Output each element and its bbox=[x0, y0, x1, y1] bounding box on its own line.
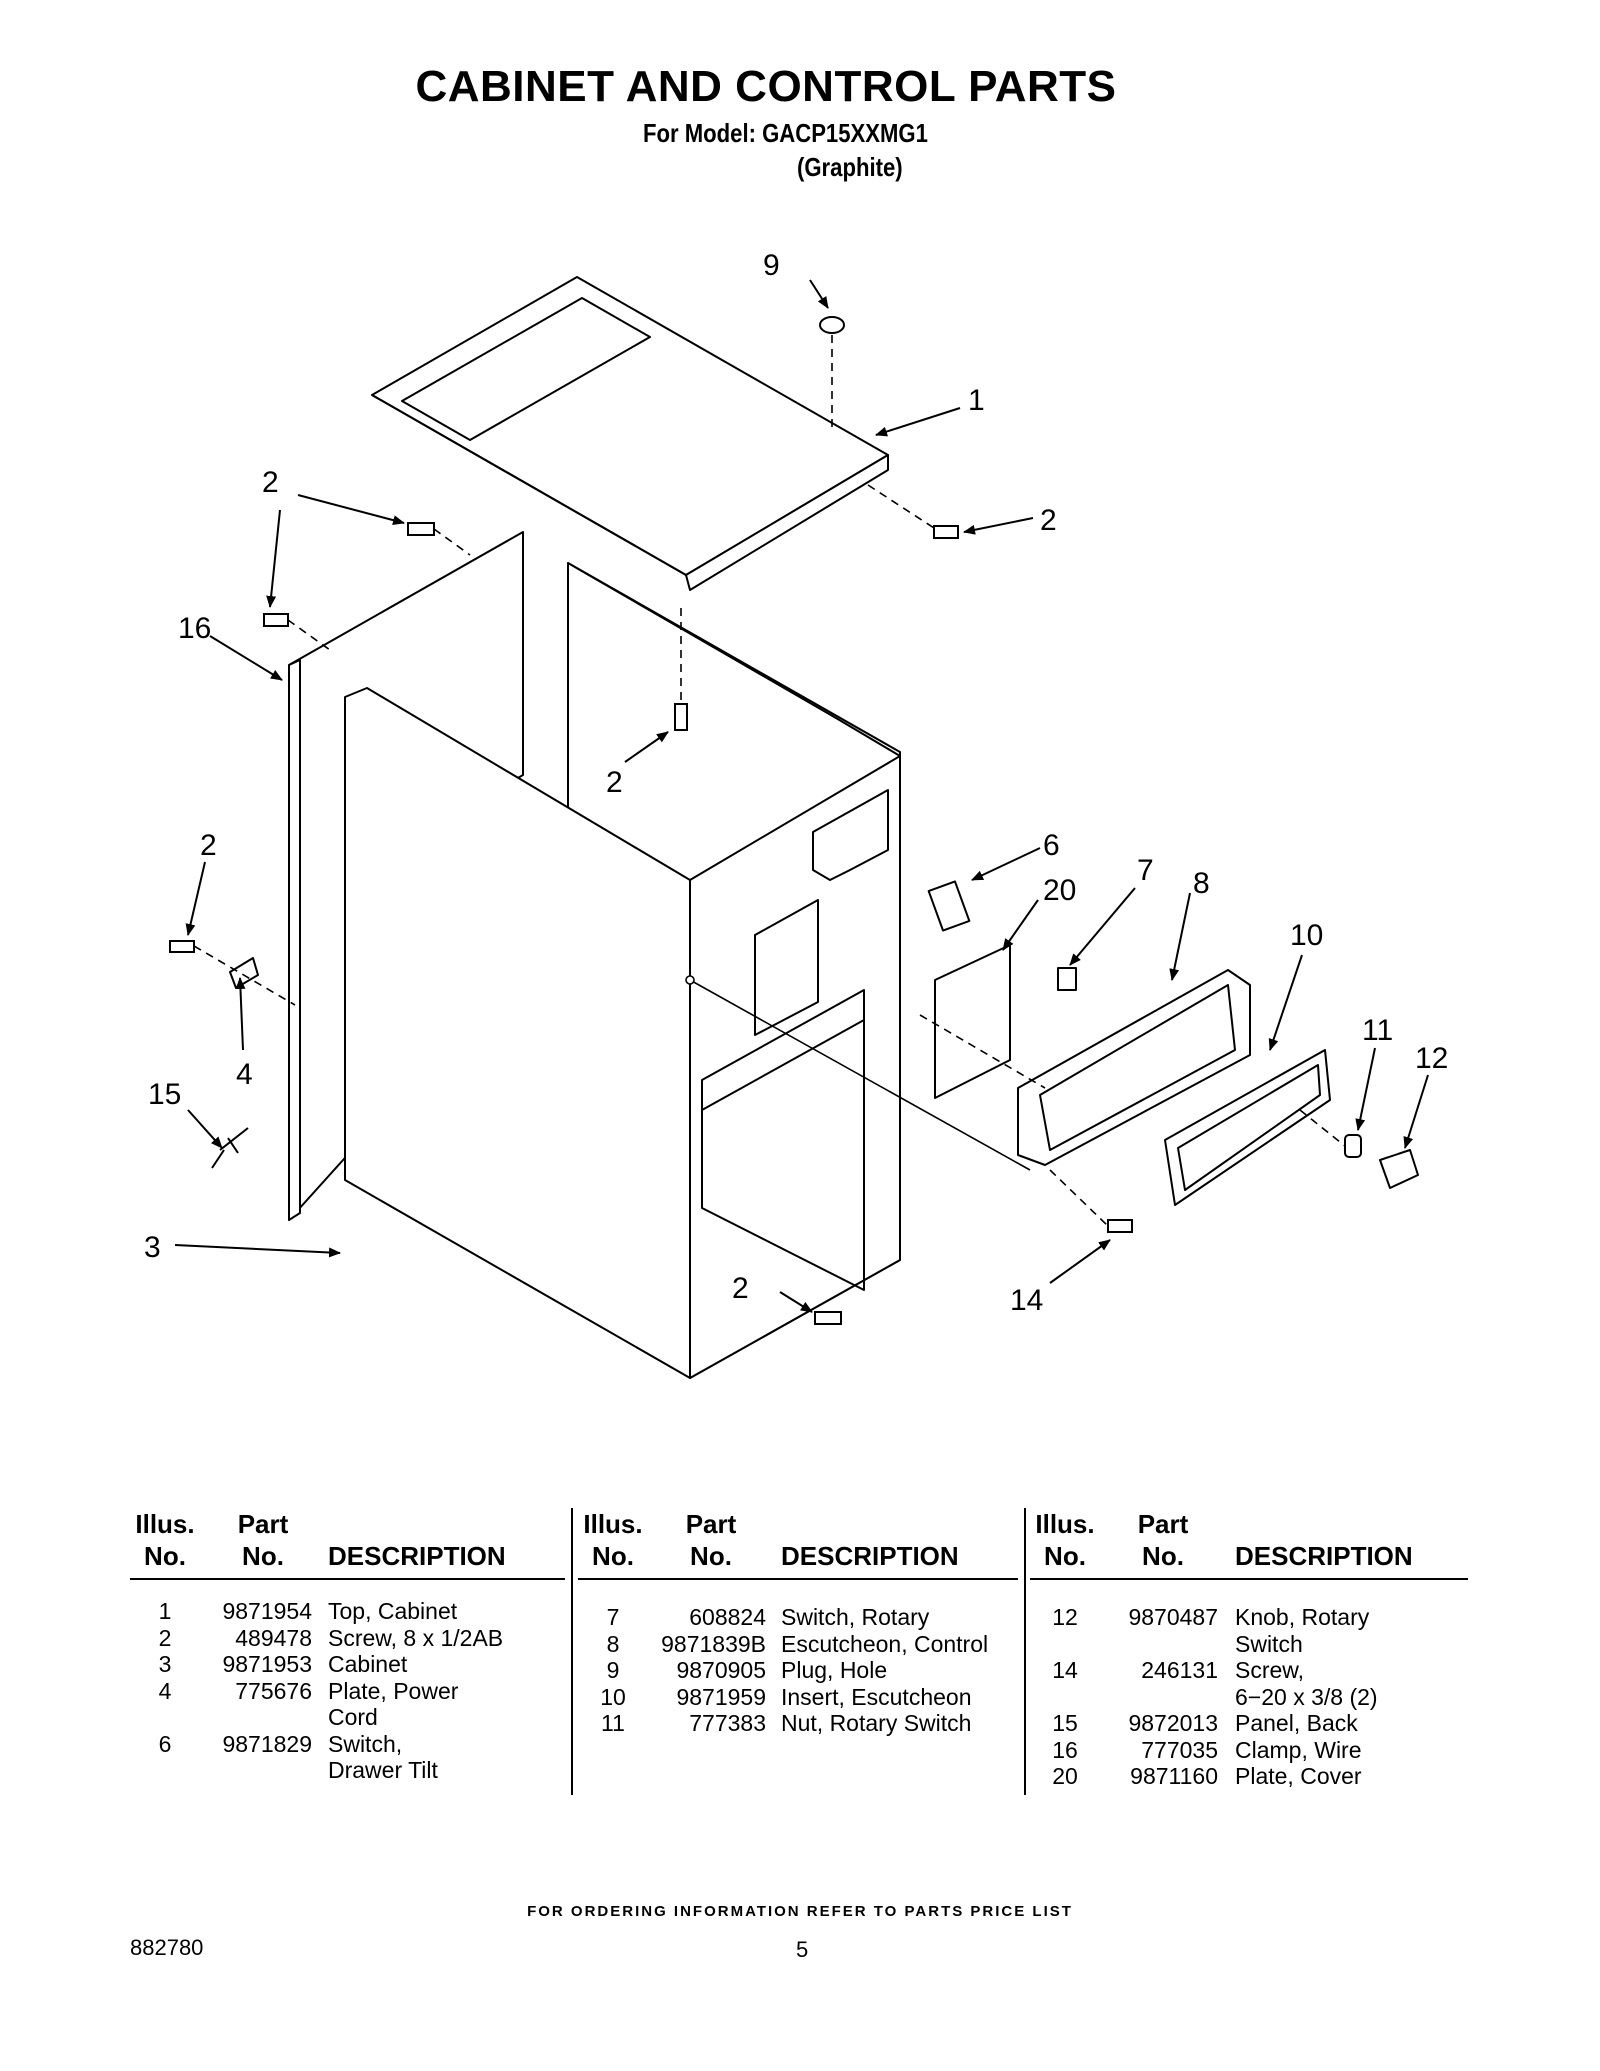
table-row: 3 9871953 Cabinet bbox=[158, 1651, 408, 1677]
table-row: 14 246131 Screw, 6−20 x 3/8 (2) bbox=[1052, 1657, 1378, 1710]
parts-rows: 7 608824 Switch, Rotary 8 9871839B Escut… bbox=[578, 1604, 1018, 1737]
callout-6: 6 bbox=[1043, 829, 1060, 862]
document-number: 882780 bbox=[130, 1935, 204, 1960]
page-title: CABINET AND CONTROL PARTS bbox=[415, 62, 1117, 111]
illus-header: Illus.No. bbox=[135, 1509, 195, 1571]
callout-2-top-left: 2 bbox=[262, 466, 279, 499]
color-line: (Graphite) bbox=[797, 152, 903, 182]
illus-header: Illus.No. bbox=[1035, 1509, 1095, 1571]
description-header: DESCRIPTION bbox=[328, 1541, 506, 1571]
table-row: 1 9871954 Top, Cabinet bbox=[158, 1598, 458, 1624]
callout-10: 10 bbox=[1290, 919, 1323, 952]
screw-part bbox=[169, 940, 195, 953]
escutcheon-insert-part bbox=[1164, 1049, 1331, 1206]
table-row: 12 9870487 Knob, Rotary Switch bbox=[1052, 1604, 1370, 1657]
description-header: DESCRIPTION bbox=[1235, 1541, 1413, 1571]
callout-1: 1 bbox=[968, 384, 985, 417]
table-row: 9 9870905 Plug, Hole bbox=[606, 1657, 888, 1683]
rotary-knob-part bbox=[1379, 1149, 1419, 1189]
screw-part bbox=[1107, 1219, 1133, 1233]
screw-part bbox=[674, 703, 688, 731]
callout-20: 20 bbox=[1043, 874, 1076, 907]
cabinet-body-part bbox=[344, 562, 901, 1379]
screw-group bbox=[169, 522, 1133, 1325]
table-row: 11 777383 Nut, Rotary Switch bbox=[601, 1710, 972, 1736]
callout-2-right: 2 bbox=[1040, 504, 1057, 537]
description-header: DESCRIPTION bbox=[781, 1541, 959, 1571]
table-row: 16 777035 Clamp, Wire bbox=[1052, 1736, 1362, 1763]
callout-12: 12 bbox=[1415, 1042, 1448, 1075]
power-cord-plate-part bbox=[229, 957, 259, 989]
screw-part bbox=[407, 522, 435, 536]
cover-plate-part bbox=[934, 944, 1011, 1099]
hole-plug-part bbox=[819, 316, 845, 334]
wire-clamp-part bbox=[211, 1127, 249, 1169]
screw-part bbox=[933, 525, 959, 539]
drawer-tilt-switch-part bbox=[927, 880, 971, 932]
callout-14: 14 bbox=[1010, 1284, 1043, 1317]
table-row: 8 9871839B Escutcheon, Control bbox=[606, 1630, 989, 1657]
callout-15: 16 bbox=[178, 612, 211, 645]
parts-rows: 1 9871954 Top, Cabinet 2 489478 Screw, 8… bbox=[130, 1598, 560, 1784]
rotary-switch-part bbox=[1057, 967, 1077, 991]
table-row: 20 9871160 Plate, Cover bbox=[1052, 1763, 1362, 1789]
callout-2-left: 2 bbox=[200, 829, 217, 862]
callout-16: 15 bbox=[148, 1078, 181, 1111]
callout-4: 4 bbox=[236, 1058, 253, 1091]
rotary-switch-nut-part bbox=[1344, 1134, 1362, 1158]
illus-header: Illus.No. bbox=[583, 1509, 643, 1571]
column-divider bbox=[1024, 1508, 1026, 1795]
header-rule bbox=[578, 1578, 1018, 1580]
ordering-note: FOR ORDERING INFORMATION REFER TO PARTS … bbox=[527, 1903, 1073, 1920]
callout-3: 3 bbox=[144, 1231, 161, 1264]
table-row: 15 9872013 Panel, Back bbox=[1052, 1710, 1358, 1736]
callout-2-bottom: 2 bbox=[732, 1272, 749, 1305]
table-row: 6 9871829 Switch, Drawer Tilt bbox=[158, 1730, 438, 1784]
page-number: 5 bbox=[796, 1937, 809, 1962]
escutcheon-part bbox=[1017, 969, 1251, 1166]
screw-part bbox=[814, 1311, 842, 1325]
table-row: 2 489478 Screw, 8 x 1/2AB bbox=[158, 1624, 504, 1651]
table-row: 7 608824 Switch, Rotary bbox=[606, 1604, 930, 1630]
header-rule bbox=[1030, 1578, 1468, 1580]
header-rule bbox=[130, 1578, 565, 1580]
column-divider bbox=[571, 1508, 573, 1795]
table-row: 4 775676 Plate, Power Cord bbox=[158, 1677, 459, 1731]
table-row: 10 9871959 Insert, Escutcheon bbox=[600, 1683, 972, 1710]
callout-8: 8 bbox=[1193, 867, 1210, 900]
callout-11: 11 bbox=[1362, 1014, 1393, 1047]
callout-9: 9 bbox=[763, 249, 780, 282]
callout-2-center: 2 bbox=[606, 766, 623, 799]
parts-rows: 12 9870487 Knob, Rotary Switch 14 246131… bbox=[1030, 1604, 1470, 1790]
exploded-parts-diagram: 9 1 2 2 16 2 6 7 8 20 10 2 11 12 4 15 3 … bbox=[144, 249, 1448, 1379]
cabinet-top-part bbox=[371, 276, 889, 591]
screw-part bbox=[263, 613, 289, 627]
callout-7: 7 bbox=[1137, 854, 1154, 887]
model-line: For Model: GACP15XXMG1 bbox=[643, 118, 928, 148]
